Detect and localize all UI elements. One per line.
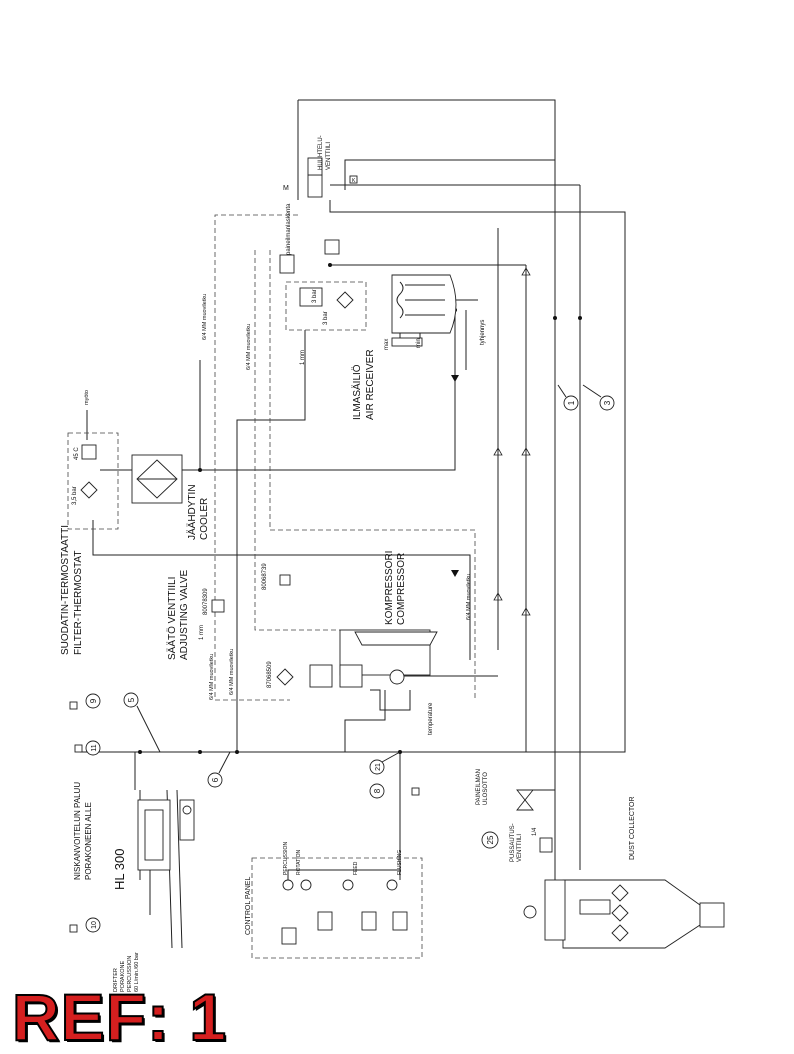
gauge-rotation: ROTATION [296,850,302,875]
gauge-feed: FEED [353,861,359,875]
drill-assembly: HL 300 NISKANVOITELUN PALUU PORAKONEEN A… [69,701,195,992]
dashed-enclosures [67,214,476,701]
adjusting-valve: SÄÄTÖ VENTTIILI ADJUSTING VALVE 80078309… [166,569,225,660]
marker-1 [563,395,579,411]
air-receiver: ILMASÄILIÖ AIR RECEIVER max min tyhjenny… [351,274,486,420]
tag-k-top: K [352,178,356,184]
marker-10 [85,917,101,933]
flushing-valve-label-2: VENTTIILI [326,142,332,170]
max-label: max [384,339,390,350]
compressor-label-fi: KOMPRESSORI [384,551,395,625]
filter-thermostat-label-en: FILTER-THERMOSTAT [73,551,84,655]
marker-3-label: 3 [603,400,612,405]
marker-5-label: 5 [127,697,136,702]
marker-8-label: 8 [373,788,382,793]
gauge-percussion: PERCUSSION [283,842,289,875]
control-panel: CONTROL PANEL PERCUSSION ROTATION FEED F… [245,842,423,959]
marker-6 [207,772,223,788]
hose-label-c: 6/4 MM muoviletku [466,574,472,620]
drifter-line-1: DRIFTER [113,968,119,992]
pressure-3bar-b: 3 bar [323,311,329,325]
adjusting-valve-label-fi: SÄÄTÖ VENTTIILI [166,577,178,660]
dust-collector-label: DUST COLLECTOR [629,796,636,860]
flushing-valve: HUUHTELU- VENTTIILI M K [283,135,358,198]
flushing-valve-label-1: HUUHTELU- [318,135,324,170]
marker-25 [481,831,499,849]
pussautus-label-2: VENTTIILI [517,834,523,862]
dust-collector: DUST COLLECTOR PUSSAUTUS- VENTTIILI 1/4 … [411,769,725,949]
control-panel-label: CONTROL PANEL [245,877,252,935]
gauge-flushing: FLUSHING [397,850,403,875]
drifter-line-3: PERCUSSION [127,956,133,992]
compressor: KOMPRESSORI COMPRESSOR 80068739 87068509… [262,551,438,735]
hose-label-a: 6/4 MM muoviletku [202,294,208,340]
hose-label-e: 6/4 MM muoviletku [229,649,235,695]
min-label: min [416,338,422,348]
part-80068739: 80068739 [262,563,268,590]
ref-label: REF: 1 [11,980,228,1054]
valve-size: 1/4 [532,827,538,836]
pressure-3bar-a: 3 bar [312,289,318,303]
marker-25-label: 25 [486,835,495,844]
part-80078309: 80078309 [203,588,209,615]
regulator-components: 3 bar 3 bar paineilmanlaskenta 1 mm [279,203,354,365]
drifter-line-4: 60 L/min./60 bar [134,952,140,992]
drill-note-fi2: PORAKONEEN ALLE [84,802,93,880]
adjusting-valve-label-en: ADJUSTING VALVE [179,569,190,660]
paineilmanlaskenta-label: paineilmanlaskenta [286,203,292,255]
manual-valve-label-2: ULOSOTTO [483,772,489,805]
marker-21-label: 21 [375,763,382,771]
filter-thermostat: 45 C 3,5 bar SUODATIN-TERMOSTAATTI FILTE… [60,444,98,655]
drill-note-fi: NISKANVOITELUN PALUU [73,782,82,880]
hose-label-d: 6/4 MM muoviletku [209,654,215,700]
drifter-line-2: PORAKONE [120,960,126,992]
filter-thermostat-label-fi: SUODATIN-TERMOSTAATTI [60,525,71,655]
hose-label-b: 6/4 MM muoviletku [246,324,252,370]
cooler-label-en: COOLER [199,498,210,540]
manual-valve-label-1: PAINEILMAN [476,769,482,805]
marker-8 [369,783,385,799]
flow-arrows [451,267,531,616]
marker-1-label: 1 [567,400,576,405]
marker-11 [85,740,101,756]
marker-11-label: 11 [91,744,98,751]
orifice-1mm-a: 1 mm [300,350,306,365]
compressor-label-en: COMPRESSOR [396,553,407,625]
cooler-label-fi: JÄÄHDYTIN [186,484,198,540]
myoto-label: myöto [84,390,90,405]
marker-10-label: 10 [91,921,98,929]
marker-9 [85,693,101,709]
drill-model: HL 300 [112,849,127,890]
marker-9-label: 9 [89,698,98,703]
air-receiver-label-fi: ILMASÄILIÖ [351,364,363,420]
marker-6-label: 6 [211,777,220,782]
part-87068509: 87068509 [267,661,273,688]
cooler: JÄÄHDYTIN COOLER [131,454,210,540]
pussautus-label-1: PUSSAUTUS- [510,823,516,862]
tyhjennys-label: tyhjennys [480,320,486,345]
hose-labels: 6/4 MM muoviletku 6/4 MM muoviletku 6/4 … [84,294,472,700]
temp-45c: 45 C [74,447,80,460]
orifice-1mm-b: 1 mm [199,625,205,640]
air-receiver-label-en: AIR RECEIVER [365,349,376,420]
pressure-35bar: 3,5 bar [72,486,78,505]
temperature-label: temperature [428,702,434,735]
marker-3 [599,395,615,411]
marker-21 [369,759,385,775]
tag-m: M [283,185,289,192]
hose-number-markers: 9 5 11 6 10 21 8 25 1 3 [85,384,615,933]
marker-5 [123,692,139,708]
